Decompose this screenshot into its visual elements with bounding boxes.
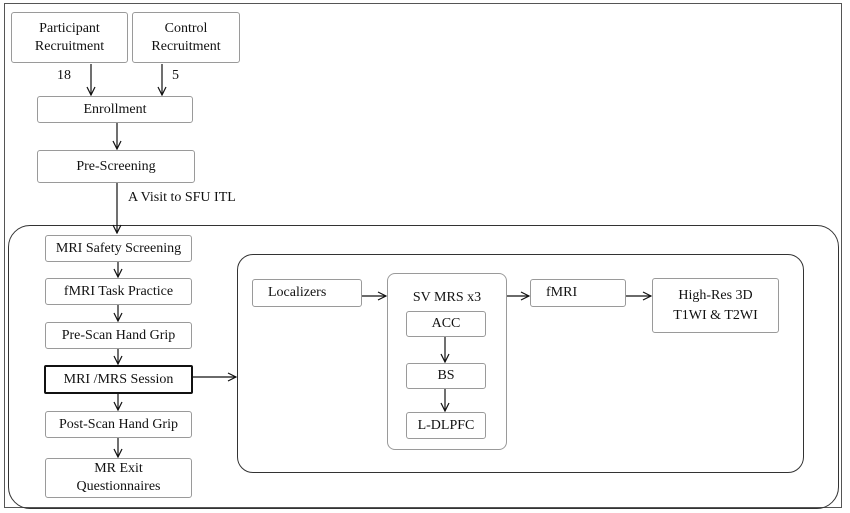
sv-mrs-group [387,273,507,450]
mri-mrs-session-node: MRI /MRS Session [44,365,193,394]
scan-session-container [237,254,804,473]
mri-mrs-session-label: MRI /MRS Session [63,371,174,387]
post-scan-hand-grip-node: Post-Scan Hand Grip [45,411,192,438]
high-res-label: High-Res 3D T1WI & T2WI [673,287,758,323]
outer-frame [4,3,842,508]
mr-exit-questionnaires-label: MR Exit Questionnaires [76,461,161,494]
pre-scan-hand-grip-node: Pre-Scan Hand Grip [45,322,192,349]
visit-label: A Visit to SFU ITL [128,190,236,205]
fmri-task-practice-node: fMRI Task Practice [45,278,192,305]
post-scan-hand-grip-label: Post-Scan Hand Grip [59,416,178,432]
fmri-label: fMRI [546,285,578,300]
pre-scan-hand-grip-label: Pre-Scan Hand Grip [61,327,176,343]
participant-recruitment-label: Participant Recruitment [34,20,105,54]
participant-count-label: 18 [57,68,71,83]
fmri-node: fMRI [530,279,626,307]
control-count-label: 5 [172,68,179,83]
localizers-node: Localizers [252,279,362,307]
l-dlpfc-node: L-DLPFC [406,412,486,439]
high-res-node: High-Res 3D T1WI & T2WI [652,278,779,333]
enrollment-label: Enrollment [83,101,147,117]
bs-label: BS [437,368,455,383]
acc-label: ACC [431,316,461,331]
acc-node: ACC [406,311,486,337]
mri-safety-screening-label: MRI Safety Screening [55,240,182,256]
bs-node: BS [406,363,486,389]
pre-screening-node: Pre-Screening [37,150,195,183]
localizers-label: Localizers [268,285,327,300]
visit-container [8,225,839,509]
mri-safety-screening-node: MRI Safety Screening [45,235,192,262]
control-recruitment-node: Control Recruitment [132,12,240,63]
mr-exit-questionnaires-node: MR Exit Questionnaires [45,458,192,498]
participant-recruitment-node: Participant Recruitment [11,12,128,63]
l-dlpfc-label: L-DLPFC [417,417,475,433]
fmri-task-practice-label: fMRI Task Practice [63,283,174,299]
sv-mrs-label: SV MRS x3 [412,290,482,305]
pre-screening-label: Pre-Screening [76,158,156,174]
enrollment-node: Enrollment [37,96,193,123]
control-recruitment-label: Control Recruitment [151,20,221,54]
